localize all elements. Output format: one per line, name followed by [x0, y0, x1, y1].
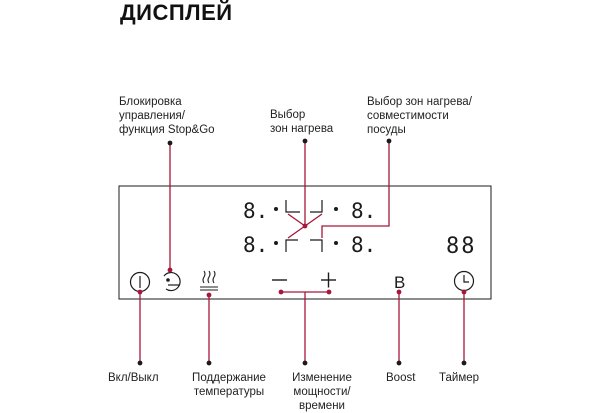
zone-bracket-bottom-left: [285, 239, 298, 252]
page-title: ДИСПЛЕЙ: [120, 0, 233, 25]
label-zone-select: Выбор зон нагрева: [270, 109, 334, 135]
zone-dot-top-right: [334, 207, 338, 211]
keep-warm-icon[interactable]: [200, 270, 218, 291]
zone-bracket-bottom-right: [310, 239, 323, 252]
zone-bracket-top-right: [310, 200, 323, 213]
zone-digit-top-left: 8.: [243, 199, 268, 223]
clock-icon[interactable]: [453, 270, 475, 292]
zone-dot-top-left: [274, 207, 278, 211]
label-keep-warm: Поддержание температуры: [192, 372, 266, 398]
zone-bracket-top-left: [285, 200, 300, 213]
zone-dot-bottom-left: [274, 241, 278, 245]
zone-digit-bottom-left: 8.: [243, 233, 268, 257]
lock-stopgo-icon[interactable]: [163, 271, 181, 292]
zone-digit-bottom-right: 8.: [351, 233, 376, 257]
power-icon[interactable]: [129, 271, 151, 293]
label-power: Вкл/Выкл: [108, 372, 159, 384]
zone-dot-bottom-right: [334, 241, 338, 245]
label-change: Изменение мощности/ времени: [292, 372, 352, 412]
zone-digit-top-right: 8.: [351, 199, 376, 223]
label-timer: Таймер: [439, 372, 480, 384]
boost-key[interactable]: B: [394, 273, 405, 292]
callout-dots-accent: [137, 223, 467, 298]
callout-lines: [139, 141, 465, 363]
callout-dots-label: [137, 138, 467, 366]
label-zone-compat: Выбор зон нагрева/ совместимости посуды: [367, 96, 472, 136]
label-boost: Boost: [386, 372, 416, 384]
label-lock: Блокировка управления/ функция Stop&Go: [119, 96, 215, 136]
timer-digits: 88: [446, 234, 477, 259]
plus-icon[interactable]: [321, 272, 336, 288]
